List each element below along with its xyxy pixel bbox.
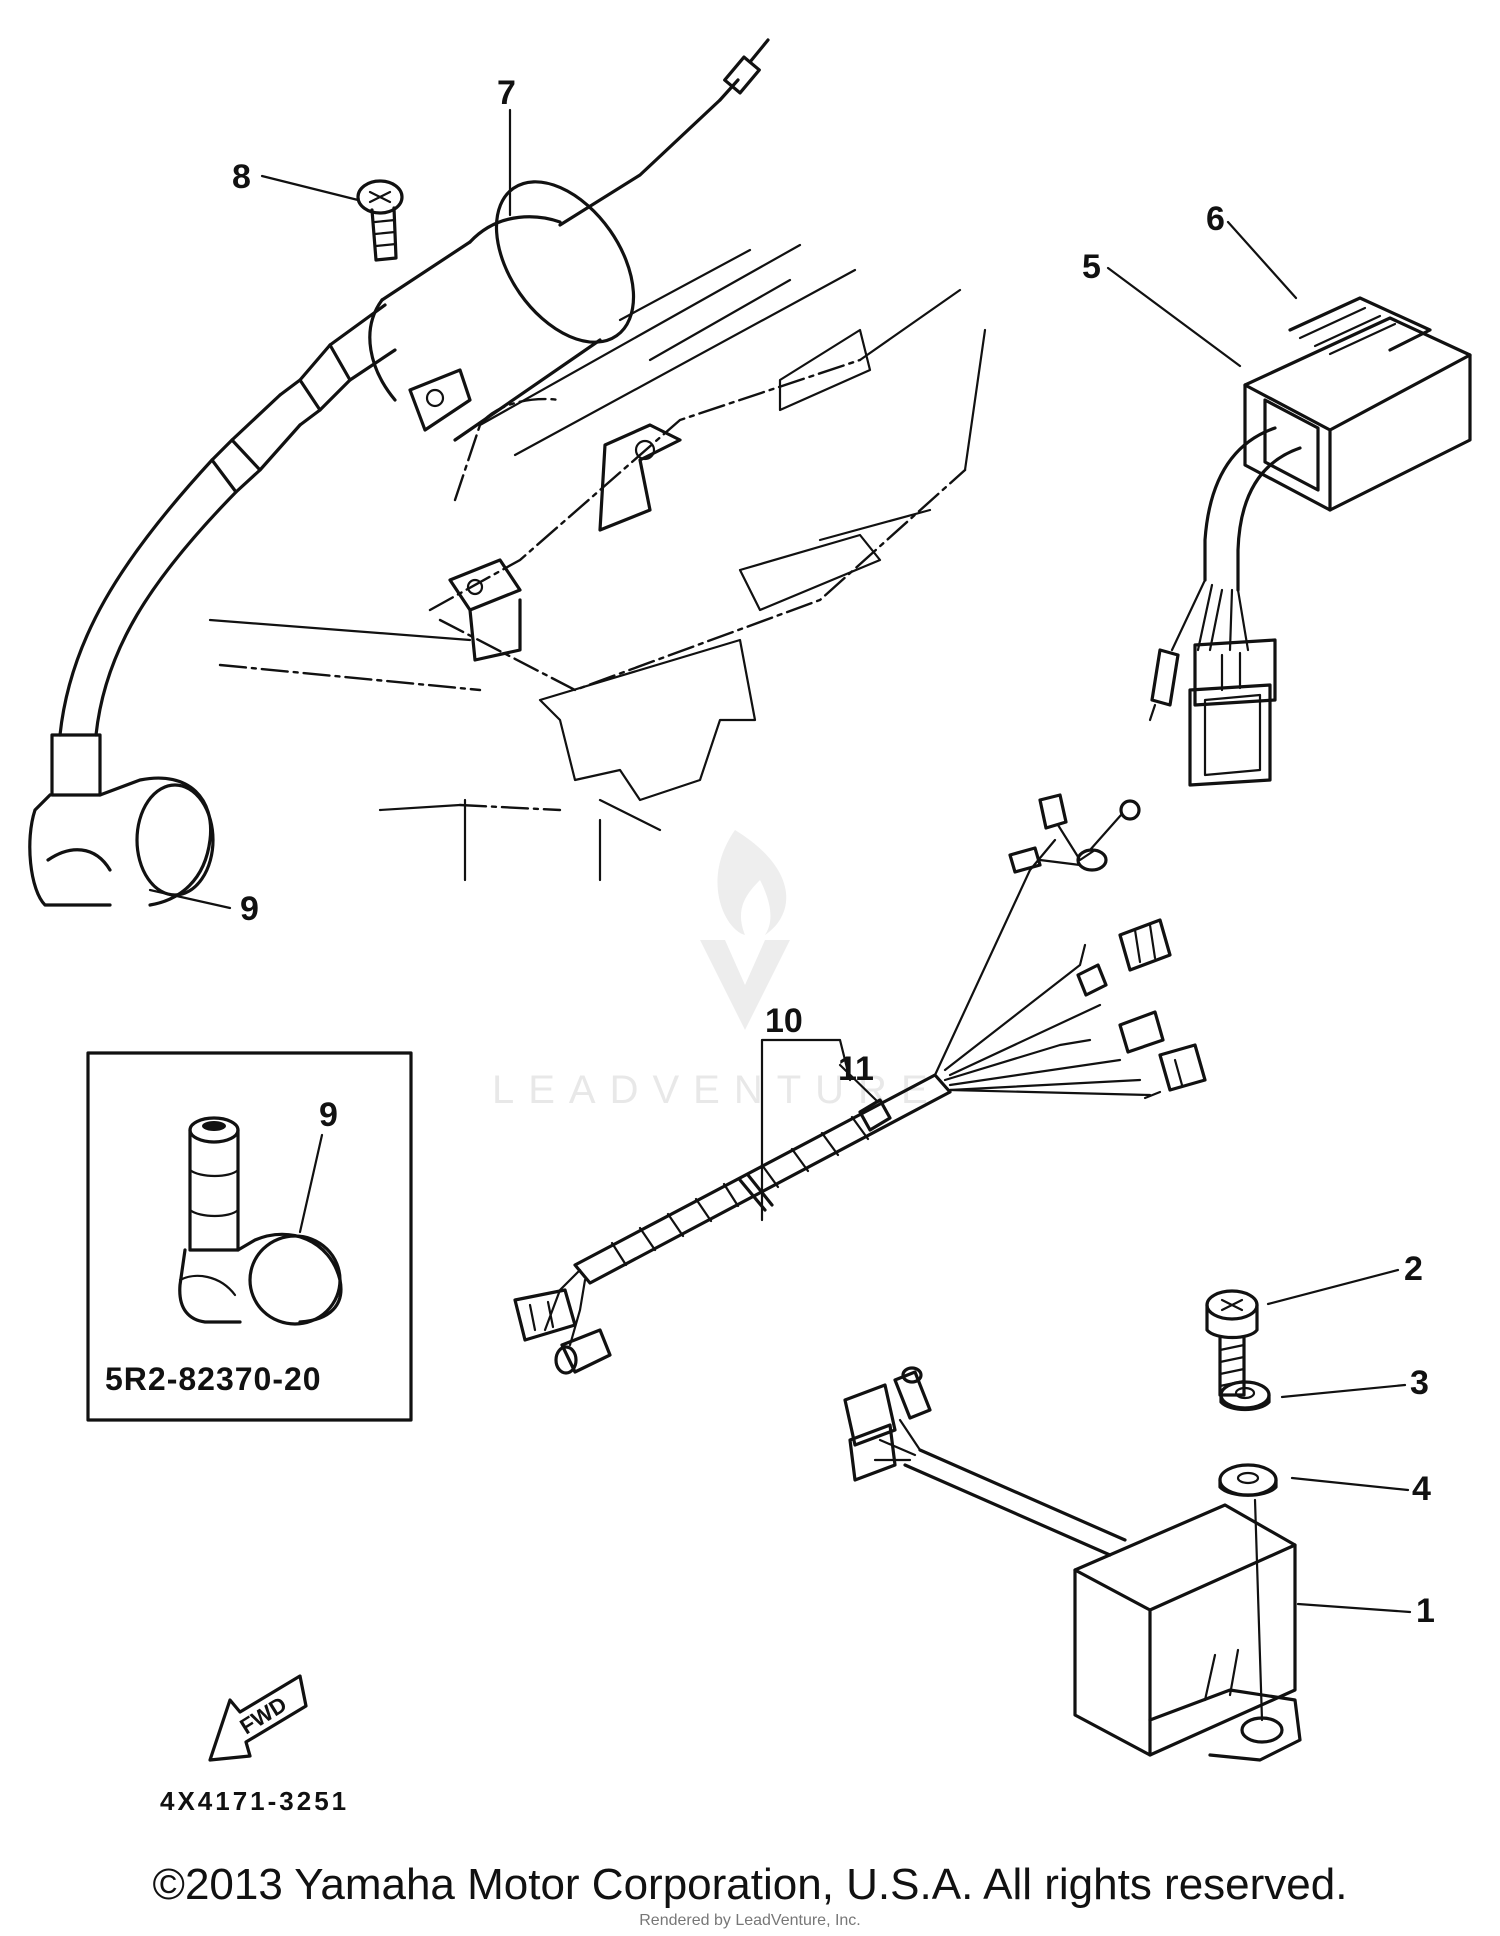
callout-7: 7 bbox=[497, 74, 516, 112]
callout-5: 5 bbox=[1082, 248, 1101, 286]
rectifier-regulator-part-5-6 bbox=[1148, 296, 1472, 787]
watermark-logo: LEADVENTURE bbox=[492, 830, 942, 1112]
callout-6: 6 bbox=[1206, 200, 1225, 238]
callout-10: 10 bbox=[765, 1002, 803, 1040]
screw-part-8 bbox=[356, 179, 404, 262]
rendered-by-notice: Rendered by LeadVenture, Inc. bbox=[639, 1912, 861, 1929]
copyright-notice: ©2013 Yamaha Motor Corporation, U.S.A. A… bbox=[152, 1860, 1348, 1909]
callout-leader-lines bbox=[148, 108, 1412, 1614]
cdi-unit-part-1 bbox=[843, 1366, 1302, 1762]
watermark-text: LEADVENTURE bbox=[492, 1068, 942, 1112]
callout-2: 2 bbox=[1404, 1250, 1423, 1288]
flat-washer-part-4 bbox=[1218, 1463, 1278, 1497]
callout-4: 4 bbox=[1412, 1470, 1431, 1508]
callout-9-inset: 9 bbox=[319, 1096, 338, 1134]
callout-9: 9 bbox=[240, 890, 259, 928]
callout-numbers: 7 8 6 5 9 9 10 11 2 3 4 1 bbox=[232, 74, 1435, 1630]
callout-1: 1 bbox=[1416, 1592, 1435, 1630]
inset-frame bbox=[86, 1051, 413, 1422]
callout-8: 8 bbox=[232, 158, 251, 196]
lock-washer-part-3 bbox=[1219, 1380, 1271, 1412]
ignition-coil-part-7 bbox=[28, 38, 770, 907]
mounting-axis-line bbox=[1253, 1498, 1264, 1722]
forward-direction-arrow: FWD bbox=[208, 1674, 308, 1762]
wire-harness-part-10 bbox=[513, 793, 1207, 1375]
inset-spark-plug-cap bbox=[86, 1051, 413, 1422]
hull-bracket-outline bbox=[208, 243, 987, 882]
bolt-part-2 bbox=[1205, 1289, 1259, 1397]
callout-11: 11 bbox=[838, 1050, 874, 1088]
callout-3: 3 bbox=[1410, 1364, 1429, 1402]
reference-code: 4X4171-3251 bbox=[160, 1786, 349, 1816]
inset-part-number: 5R2-82370-20 bbox=[105, 1361, 322, 1397]
